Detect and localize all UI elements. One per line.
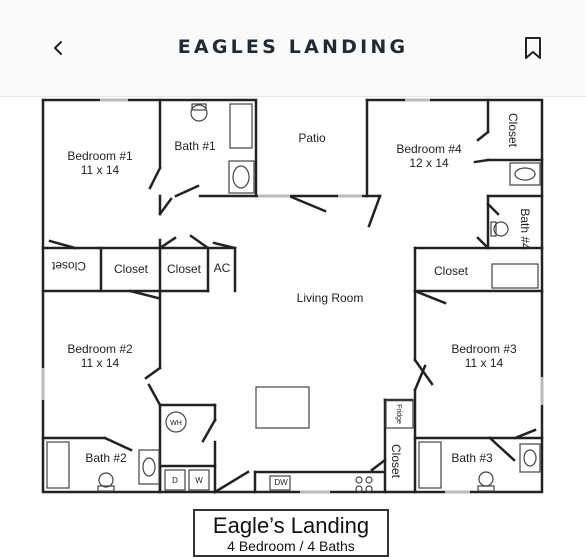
bedroom-3-label: Bedroom #3 <box>451 342 517 356</box>
floor-plan: Bedroom #1 11 x 14 Bath #1 Patio Bedroom… <box>41 98 544 494</box>
chevron-left-icon <box>51 38 65 63</box>
closet-left-center-label: Closet <box>114 262 149 276</box>
bath-3-label: Bath #3 <box>451 451 493 465</box>
bath-4-label: Bath #4 <box>518 208 532 250</box>
caption-subtitle: 4 Bedroom / 4 Baths <box>227 538 355 554</box>
living-room-label: Living Room <box>297 291 364 305</box>
dryer-label: D <box>172 476 178 485</box>
caption-title: Eagle’s Landing <box>212 513 370 538</box>
bedroom-4-size: 12 x 14 <box>409 156 449 170</box>
water-heater-label: WH <box>170 420 182 427</box>
bedroom-1-label: Bedroom #1 <box>67 149 133 163</box>
washer-label: W <box>195 476 203 485</box>
bedroom-2-size: 11 x 14 <box>81 356 120 370</box>
fridge-label: Fridge <box>395 404 402 424</box>
closet-left-rotated-label: Closet <box>51 259 86 273</box>
bedroom-4-label: Bedroom #4 <box>396 142 462 156</box>
bath-1-label: Bath #1 <box>174 139 216 153</box>
closet-center-label: Closet <box>167 262 202 276</box>
back-button[interactable] <box>44 36 72 64</box>
bedroom-3-size: 11 x 14 <box>465 356 504 370</box>
bookmark-icon <box>524 36 542 65</box>
app-header: EAGLES LANDING <box>0 0 586 97</box>
bath-2-label: Bath #2 <box>85 451 127 465</box>
bedroom-1-size: 11 x 14 <box>81 163 120 177</box>
floor-plan-image: Bedroom #1 11 x 14 Bath #1 Patio Bedroom… <box>0 97 586 548</box>
closet-bottom-right-label: Closet <box>389 444 403 479</box>
closet-right-middle-label: Closet <box>434 264 469 278</box>
closet-right-top-label: Closet <box>506 113 520 148</box>
patio-label: Patio <box>298 131 326 145</box>
page-title: EAGLES LANDING <box>177 36 409 58</box>
ac-label: AC <box>214 261 231 275</box>
bedroom-2-label: Bedroom #2 <box>67 342 133 356</box>
floorplan-caption: Eagle’s Landing 4 Bedroom / 4 Baths <box>193 509 389 557</box>
dishwasher-label: DW <box>274 478 288 487</box>
bookmark-button[interactable] <box>520 36 546 64</box>
